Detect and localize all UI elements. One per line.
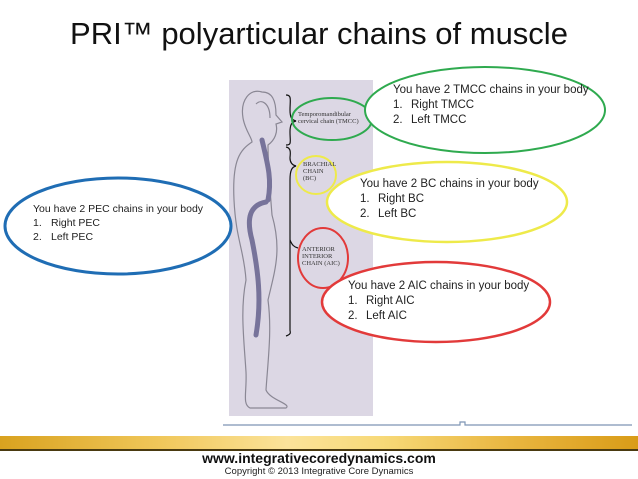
pec-callout-item: 1. Right PEC [33,216,203,230]
aic-figure-label: ANTERIOR INTERIOR CHAIN (AIC) [302,246,340,267]
list-number: 1. [33,217,42,229]
bc-callout-item: 1. Right BC [360,192,539,207]
tmcc-callout-item: 2. Left TMCC [393,113,589,128]
tmcc-callout: You have 2 TMCC chains in your body 1. Ri… [393,83,589,128]
list-item-text: Right BC [378,193,425,205]
pec-callout-heading: You have 2 PEC chains in your body [33,203,204,215]
footer-url: www.integrativecoredynamics.com [202,450,436,466]
bc-callout-ellipse [325,160,569,244]
divider-line [223,421,632,426]
pec-callout: You have 2 PEC chains in your body 1. Rig… [33,202,203,244]
aic-callout: You have 2 AIC chains in your body 1. Rig… [348,279,529,324]
pec-callout-item: 2. Left PEC [33,230,203,244]
list-number: 2. [360,208,370,220]
list-item-text: Left AIC [366,310,407,322]
tmcc-callout-heading: You have 2 TMCC chains in your body [393,84,589,96]
bc-label-ellipse [295,155,337,195]
footer-gold-bar [0,436,638,451]
aic-callout-item: 1. Right AIC [348,294,529,309]
tmcc-callout-ellipse [364,66,606,154]
tmcc-callout-item: 1. Right TMCC [393,98,589,113]
bc-callout: You have 2 BC chains in your body 1. Righ… [360,177,539,222]
aic-callout-ellipse [320,260,552,344]
pec-callout-ellipse [3,176,233,276]
human-body-figure [233,90,288,409]
bc-callout-item: 2. Left BC [360,207,539,222]
tmcc-figure-label: Temporomandibular cervical chain (TMCC) [298,111,359,125]
list-number: 1. [360,193,370,205]
list-item-text: Left TMCC [411,114,467,126]
brace-markers [285,94,299,337]
list-number: 1. [348,295,358,307]
aic-callout-item: 2. Left AIC [348,309,529,324]
list-number: 2. [33,231,42,243]
bc-callout-heading: You have 2 BC chains in your body [360,178,539,190]
aic-callout-heading: You have 2 AIC chains in your body [348,280,530,292]
footer-copyright: Copyright © 2013 Integrative Core Dynami… [224,466,414,477]
list-item-text: Left BC [378,208,417,220]
list-number: 2. [393,114,403,126]
list-item-text: Left PEC [51,231,94,243]
slide-title: PRI™ polyarticular chains of muscle [70,16,568,51]
aic-label-ellipse [297,227,349,289]
list-item-text: Right TMCC [411,99,475,111]
list-number: 1. [393,99,403,111]
list-item-text: Right AIC [366,295,415,307]
bc-figure-label: BRACHIAL CHAIN (BC) [303,161,336,182]
list-number: 2. [348,310,358,322]
muscle-chain-bands [246,137,273,338]
list-item-text: Right PEC [51,217,101,229]
